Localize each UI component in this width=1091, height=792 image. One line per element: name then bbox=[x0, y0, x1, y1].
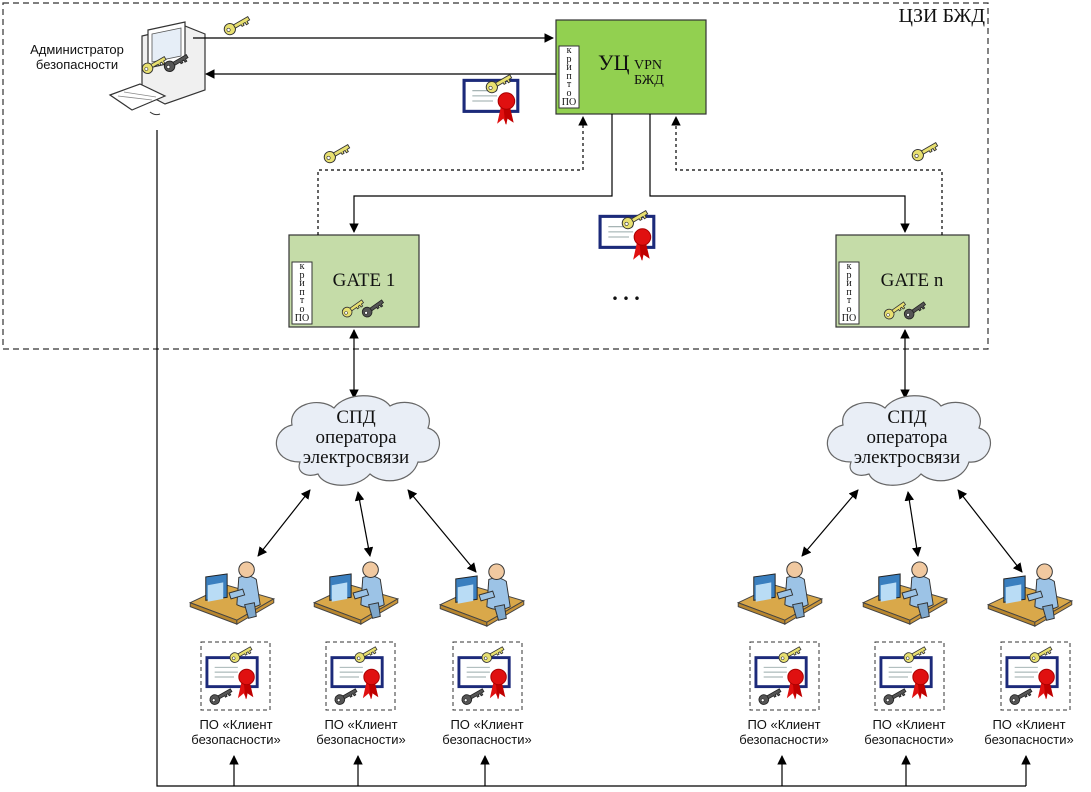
client-1-cert-box bbox=[200, 641, 271, 711]
czi-zone-boundary bbox=[2, 2, 989, 350]
client-2-line2: безопасности» bbox=[316, 732, 406, 747]
zone-label: ЦЗИ БЖД bbox=[898, 5, 985, 27]
client-1-line1: ПО «Клиент bbox=[199, 717, 273, 732]
gate-n-label: GATE n bbox=[880, 270, 944, 291]
cloud1-client2-link bbox=[354, 491, 374, 557]
cloud-2-line2: оператора bbox=[866, 427, 948, 448]
ca-crypto-panel bbox=[558, 45, 580, 109]
gaten-to-ca-dotted-arrow bbox=[671, 116, 943, 235]
client-4-line2: безопасности» bbox=[739, 732, 829, 747]
client-4-workstation-icon[interactable] bbox=[737, 561, 823, 625]
gate-1-crypto-text: крипто ПО bbox=[292, 261, 312, 324]
cloud-2-line1: СПД bbox=[887, 407, 927, 428]
client-2-line1: ПО «Клиент bbox=[324, 717, 398, 732]
client-1-workstation-icon[interactable] bbox=[189, 561, 275, 625]
network-cloud-1 bbox=[275, 395, 440, 486]
cloud2-client4-link bbox=[801, 489, 859, 557]
cloud-1-line2: оператора bbox=[315, 427, 397, 448]
cloud-1-line3: электросвязи bbox=[302, 447, 410, 468]
client-5-workstation-icon[interactable] bbox=[862, 561, 948, 625]
network-cloud-2 bbox=[826, 395, 991, 486]
client-3-line1: ПО «Клиент bbox=[450, 717, 524, 732]
ca-to-gaten-arrow bbox=[649, 114, 910, 233]
admin-label-line2: безопасности bbox=[35, 57, 119, 72]
client-3-label: ПО «Клиент безопасности» bbox=[427, 717, 547, 747]
key-gate1-icon bbox=[321, 140, 352, 166]
gate-1-label: GATE 1 bbox=[332, 270, 396, 291]
ca-label-main: УЦ bbox=[598, 50, 630, 75]
ca-crypto-word: крипто bbox=[566, 45, 572, 99]
ca-label-sub: БЖД bbox=[634, 73, 664, 88]
ca-to-gate1-arrow bbox=[349, 114, 613, 233]
ca-label: УЦ bbox=[598, 50, 629, 76]
client-2-workstation-icon[interactable] bbox=[313, 561, 399, 625]
cloud2-client5-link bbox=[904, 491, 922, 557]
client-5-line1: ПО «Клиент bbox=[872, 717, 946, 732]
cloud1-client3-link bbox=[407, 489, 477, 573]
client-4-label: ПО «Клиент безопасности» bbox=[724, 717, 844, 747]
ca-box[interactable] bbox=[555, 19, 707, 115]
gate-n-crypto-panel bbox=[838, 261, 860, 325]
admin-bus-line bbox=[156, 130, 1026, 787]
gate-n-crypto-word: крипто bbox=[846, 261, 852, 315]
client-4-cert-box bbox=[749, 641, 820, 711]
ca-crypto-po: ПО bbox=[561, 96, 577, 108]
client-6-line1: ПО «Клиент bbox=[992, 717, 1066, 732]
client-5-line2: безопасности» bbox=[864, 732, 954, 747]
admin-computer-icon[interactable] bbox=[108, 21, 206, 116]
client-1-label: ПО «Клиент безопасности» bbox=[176, 717, 296, 747]
client-5-label: ПО «Клиент безопасности» bbox=[849, 717, 969, 747]
cloud-1-label: СПД оператора электросвязи bbox=[276, 408, 436, 468]
client-6-label: ПО «Клиент безопасности» bbox=[970, 717, 1088, 747]
key-admin-ca-icon bbox=[221, 12, 252, 38]
client-4-line1: ПО «Клиент bbox=[747, 717, 821, 732]
client-2-cert-box bbox=[325, 641, 396, 711]
client-6-line2: безопасности» bbox=[984, 732, 1074, 747]
client-3-cert-box bbox=[452, 641, 523, 711]
ellipsis: . . . bbox=[612, 280, 640, 305]
admin-label: Администратор безопасности bbox=[12, 42, 142, 72]
admin-label-line1: Администратор bbox=[30, 42, 124, 57]
client-6-cert-box bbox=[1000, 641, 1071, 711]
key-gaten-icon bbox=[909, 138, 940, 164]
cloud-1-line1: СПД bbox=[336, 407, 376, 428]
ca-crypto-text: крипто ПО bbox=[559, 45, 579, 108]
client-6-workstation-icon[interactable] bbox=[987, 563, 1073, 627]
cloud-2-label: СПД оператора электросвязи bbox=[827, 408, 987, 468]
cloud1-client1-link bbox=[257, 489, 311, 557]
gate-1-crypto-po: ПО bbox=[294, 312, 310, 324]
client-3-line2: безопасности» bbox=[442, 732, 532, 747]
client-1-line2: безопасности» bbox=[191, 732, 281, 747]
client-3-workstation-icon[interactable] bbox=[439, 563, 525, 627]
client-5-cert-box bbox=[874, 641, 945, 711]
gate-n-crypto-po: ПО bbox=[841, 312, 857, 324]
cloud2-client6-link bbox=[957, 489, 1023, 573]
ca-label-sup: VPN bbox=[634, 58, 663, 73]
gate-n-crypto-text: крипто ПО bbox=[839, 261, 859, 324]
gate1-to-ca-dotted-arrow bbox=[317, 116, 588, 235]
cloud-2-line3: электросвязи bbox=[853, 447, 961, 468]
gate-1-crypto-word: крипто bbox=[299, 261, 305, 315]
client-2-label: ПО «Клиент безопасности» bbox=[301, 717, 421, 747]
gate-1-crypto-panel bbox=[291, 261, 313, 325]
